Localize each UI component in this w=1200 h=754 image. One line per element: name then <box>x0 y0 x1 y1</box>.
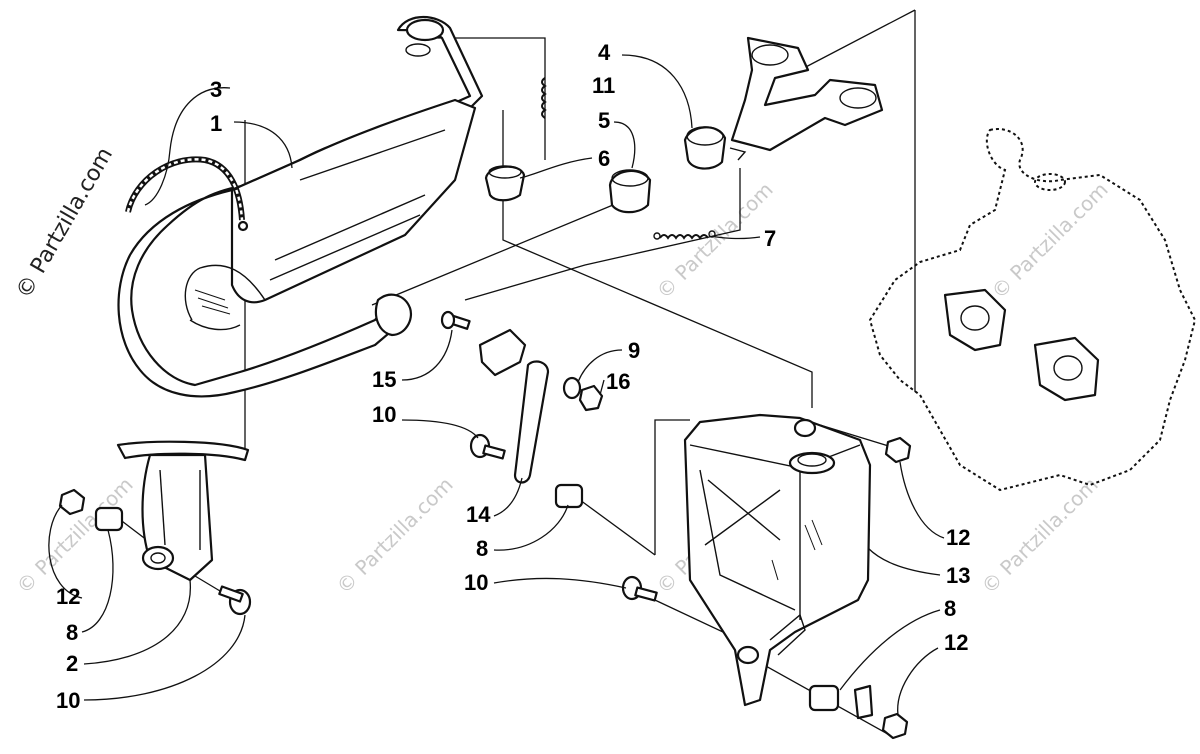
callout-10-lower: 10 <box>464 570 488 595</box>
manifold-part-11 <box>730 36 884 152</box>
callout-10-bracket: 10 <box>56 688 80 713</box>
bolt-part-15 <box>440 310 471 330</box>
nut-part-12 <box>58 436 912 740</box>
bolt-part-10-lower <box>621 575 658 602</box>
washer-part-9 <box>562 376 582 400</box>
watermark-tile: © Partzilla.com <box>332 472 458 598</box>
watermark-side: © Partzilla.com <box>12 143 119 303</box>
callout-16: 16 <box>606 369 630 394</box>
callout-9: 9 <box>628 338 640 363</box>
callout-8-muffler: 8 <box>944 596 956 621</box>
watermark-tile: © Partzilla.com <box>652 177 778 303</box>
gasket-part-4 <box>683 126 747 170</box>
callout-12-bracket: 12 <box>56 584 80 609</box>
callout-14: 14 <box>466 502 491 527</box>
muffler-part-13 <box>683 413 872 707</box>
grommet-part-8 <box>94 483 840 712</box>
watermark-tile: © Partzilla.com <box>987 177 1113 303</box>
bolt-part-10-bracket <box>218 585 252 616</box>
nut-part-16 <box>578 384 604 412</box>
callout-6: 6 <box>598 146 610 171</box>
bolt-part-10-upper <box>469 433 506 460</box>
exhaust-cable-part-3 <box>125 156 249 232</box>
leader-lines <box>48 54 945 716</box>
watermark-tile: © Partzilla.com <box>977 472 1103 598</box>
callout-5: 5 <box>598 108 610 133</box>
callout-labels: 3 1 4 11 5 6 7 9 15 16 10 14 8 12 13 10 … <box>56 40 970 713</box>
callout-10-upper: 10 <box>372 402 396 427</box>
callout-13: 13 <box>946 563 970 588</box>
callout-7: 7 <box>764 226 776 251</box>
callout-3: 3 <box>210 77 222 102</box>
callout-11: 11 <box>592 73 615 98</box>
callout-1: 1 <box>210 111 222 136</box>
callout-4: 4 <box>598 40 611 65</box>
callout-12-right: 12 <box>946 525 970 550</box>
clamp-part-5 <box>608 169 652 214</box>
exhaust-bracket-part-2 <box>116 440 250 582</box>
strap-part-14 <box>513 360 550 484</box>
plate-part <box>478 328 527 377</box>
engine-outline <box>868 128 1197 492</box>
callout-8-strap: 8 <box>476 536 488 561</box>
callout-2: 2 <box>66 651 78 676</box>
callout-15: 15 <box>372 367 396 392</box>
callout-8-bracket: 8 <box>66 620 78 645</box>
exhaust-pipe-part-1 <box>117 16 484 398</box>
callout-12-muffler: 12 <box>944 630 968 655</box>
grommet-part-6 <box>484 165 526 202</box>
spring-part-7 <box>653 230 716 240</box>
spring-upper <box>541 77 547 119</box>
